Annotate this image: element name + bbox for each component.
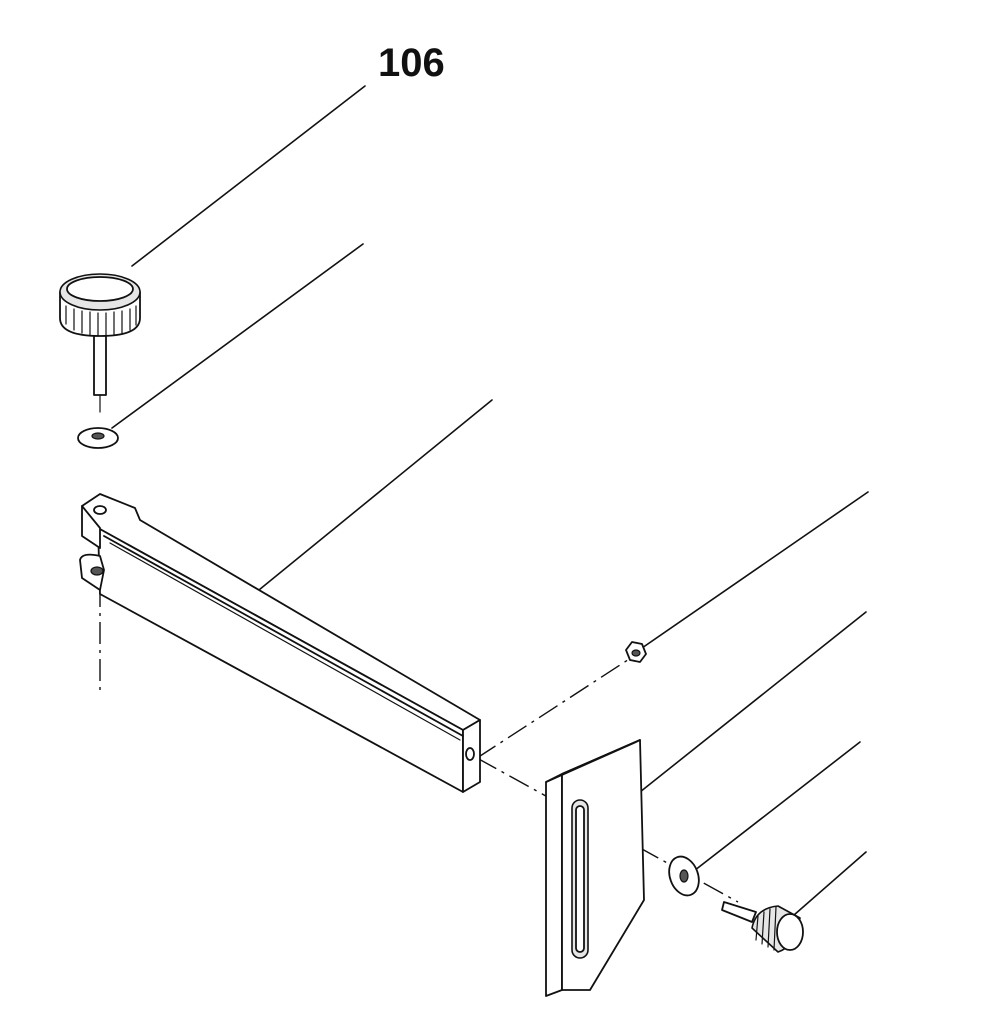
washer-top (77, 427, 119, 449)
leader-lines (111, 85, 869, 923)
leader-knob-bottom (785, 851, 867, 923)
leader-bracket (629, 611, 867, 801)
leader-knob-top (131, 85, 366, 267)
knurled-knob-bottom (721, 901, 804, 953)
leader-washer-bottom (689, 741, 861, 875)
fence-bar (79, 493, 481, 793)
bracket-plate (545, 739, 645, 997)
leader-fence-bar (253, 399, 493, 595)
leader-washer-top (111, 243, 364, 429)
nut (625, 641, 647, 663)
leader-nut (641, 491, 869, 649)
part-number-label: 106 (378, 41, 445, 85)
knurled-knob-top (59, 273, 141, 413)
washer-bottom (668, 855, 700, 897)
